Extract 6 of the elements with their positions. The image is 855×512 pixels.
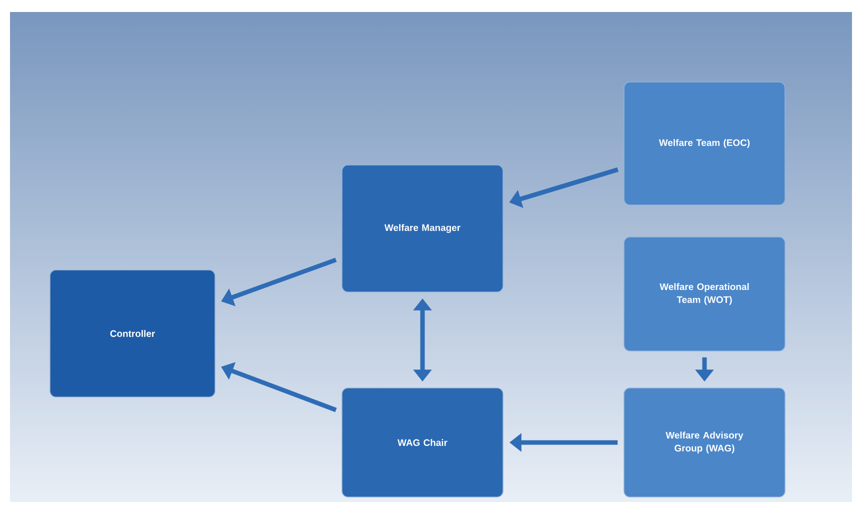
- process-box: Welfare Advisory Group (WAG): [624, 388, 786, 498]
- process-box: Welfare Operational Team (WOT): [624, 236, 786, 352]
- process-box: Controller: [50, 270, 216, 398]
- process-box: Welfare Manager: [342, 164, 504, 292]
- process-box: WAG Chair: [342, 388, 504, 498]
- process-box: Welfare Team (EOC): [624, 82, 786, 206]
